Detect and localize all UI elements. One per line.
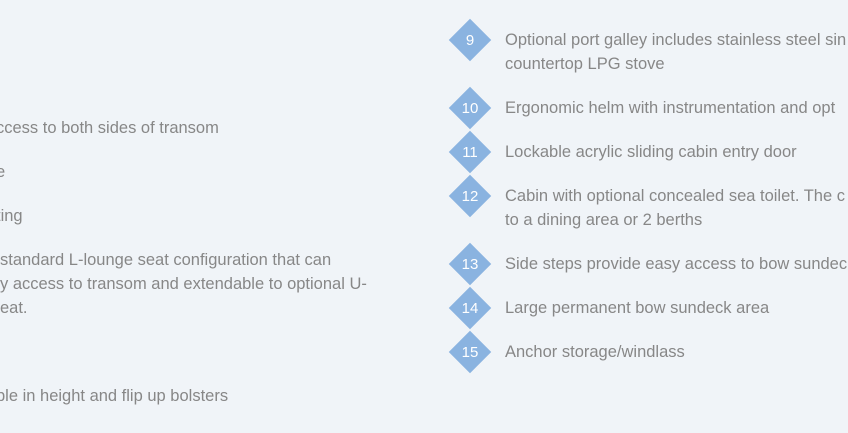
feature-item-12: Cabin with optional concealed sea toilet… xyxy=(505,184,845,232)
feature-text: Optional port galley includes stainless … xyxy=(505,31,847,49)
item-number: 15 xyxy=(461,343,479,361)
feature-text: Cabin with optional concealed sea toilet… xyxy=(505,187,845,205)
feature-item-11: Lockable acrylic sliding cabin entry doo… xyxy=(505,140,797,164)
feature-text: Large permanent bow sundeck area xyxy=(505,299,770,317)
feature-text: Side steps provide easy access to bow su… xyxy=(505,255,848,273)
feature-item-left-3: ting xyxy=(0,204,23,228)
item-number: 13 xyxy=(461,255,479,273)
feature-item-9: Optional port galley includes stainless … xyxy=(505,28,846,76)
feature-item-left-2: e xyxy=(0,160,5,184)
item-number: 12 xyxy=(461,187,479,205)
feature-text: to a dining area or 2 berths xyxy=(505,211,703,229)
feature-item-15: Anchor storage/windlass xyxy=(505,340,685,364)
feature-text: ble in height and flip up bolsters xyxy=(0,387,229,405)
feature-item-left-4: standard L-lounge seat configuration tha… xyxy=(0,248,367,320)
feature-text: eat. xyxy=(0,299,28,317)
feature-text: countertop LPG stove xyxy=(505,55,665,73)
feature-item-left-5: ble in height and flip up bolsters xyxy=(0,384,228,408)
feature-text: Anchor storage/windlass xyxy=(505,343,685,361)
feature-text: ccess to both sides of transom xyxy=(0,119,219,137)
feature-text: standard L-lounge seat configuration tha… xyxy=(0,251,332,269)
feature-item-14: Large permanent bow sundeck area xyxy=(505,296,769,320)
feature-text: Lockable acrylic sliding cabin entry doo… xyxy=(505,143,797,161)
item-number: 9 xyxy=(465,31,475,49)
item-number: 14 xyxy=(461,299,479,317)
feature-item-left-1: ccess to both sides of transom xyxy=(0,116,219,140)
feature-text: e xyxy=(0,163,6,181)
feature-item-13: Side steps provide easy access to bow su… xyxy=(505,252,848,276)
feature-text: Ergonomic helm with instrumentation and … xyxy=(505,99,836,117)
feature-item-10: Ergonomic helm with instrumentation and … xyxy=(505,96,835,120)
item-number: 10 xyxy=(461,99,479,117)
feature-text: ting xyxy=(0,207,23,225)
feature-text: y access to transom and extendable to op… xyxy=(0,275,367,293)
item-number: 11 xyxy=(462,143,478,161)
